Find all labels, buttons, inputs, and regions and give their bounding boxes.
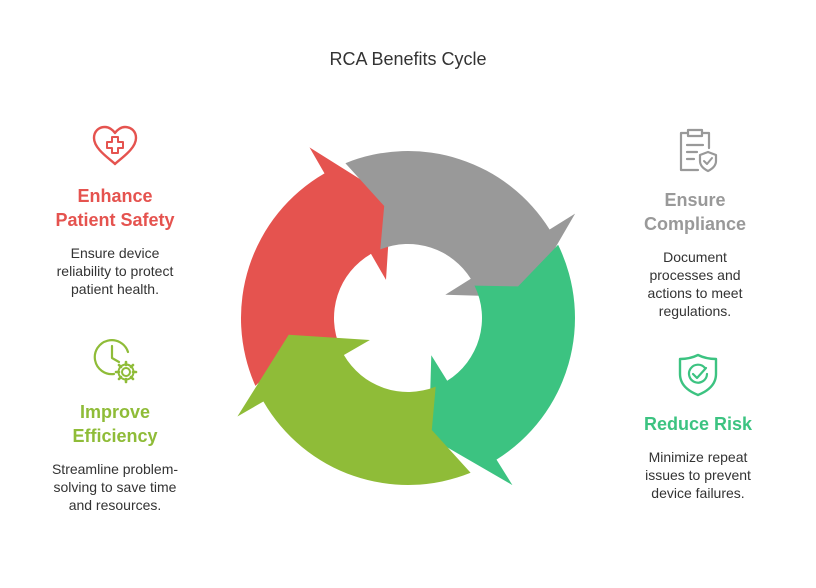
heading-line: Compliance xyxy=(643,214,747,234)
desc-line: processes and xyxy=(649,267,741,283)
benefit-reduce-risk: Reduce Risk Minimize repeat issues to pr… xyxy=(628,352,768,502)
desc-line: regulations. xyxy=(658,303,732,319)
heading-line: Ensure xyxy=(664,190,726,210)
clock-gear-icon xyxy=(93,339,138,384)
desc-line: issues to prevent xyxy=(645,467,751,483)
page-title: RCA Benefits Cycle xyxy=(329,49,487,69)
desc-line: Streamline problem- xyxy=(51,461,179,477)
heading-line: Reduce Risk xyxy=(643,414,753,434)
desc-line: reliability to protect xyxy=(56,263,174,279)
desc-line: and resources. xyxy=(68,497,162,513)
benefit-patient-safety: Enhance Patient Safety Ensure device rel… xyxy=(40,124,190,298)
heading-line: Patient Safety xyxy=(55,210,175,230)
desc-line: Minimize repeat xyxy=(648,449,748,465)
desc-line: Document xyxy=(663,249,727,265)
desc-line: actions to meet xyxy=(647,285,743,301)
clipboard-shield-icon xyxy=(679,128,718,173)
benefit-compliance: Ensure Compliance Document processes and… xyxy=(625,124,765,320)
heading-line: Improve xyxy=(79,402,151,422)
cycle-arrow-safety xyxy=(240,147,392,386)
desc-line: patient health. xyxy=(71,281,159,297)
cycle-arrow-efficiency xyxy=(237,334,471,485)
shield-check-icon xyxy=(678,353,718,397)
desc-line: device failures. xyxy=(651,485,745,501)
benefit-efficiency: Improve Efficiency Streamline problem- s… xyxy=(30,336,200,514)
cycle-arrow-compliance xyxy=(345,151,576,298)
heart-plus-icon xyxy=(92,125,138,166)
heading-line: Efficiency xyxy=(72,426,158,446)
heading-line: Enhance xyxy=(77,186,153,206)
desc-line: solving to save time xyxy=(53,479,177,495)
desc-line: Ensure device xyxy=(70,245,160,261)
cycle-arrow-risk xyxy=(428,244,575,486)
